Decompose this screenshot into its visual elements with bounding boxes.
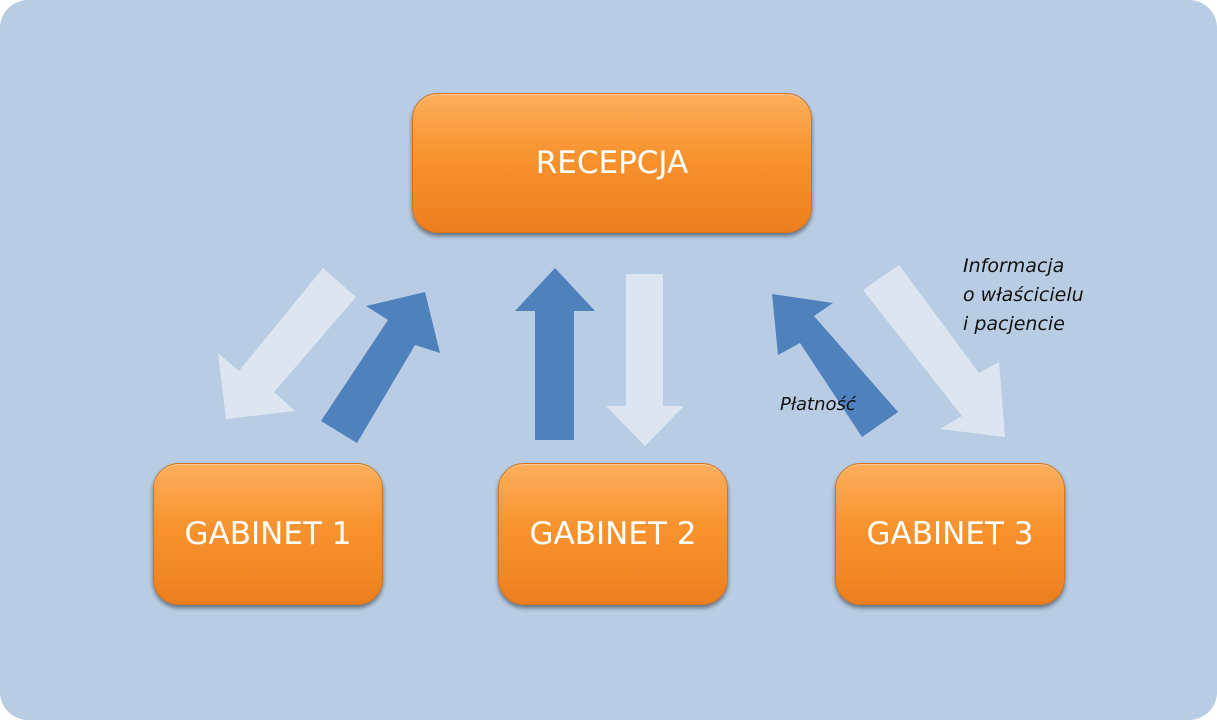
payment-annotation: Płatność [780, 394, 856, 415]
reception-label: RECEPCJA [535, 145, 689, 181]
arrow-reception-to-office-1 [218, 268, 356, 419]
office-2-box: GABINET 2 [498, 463, 728, 605]
office-1-box: GABINET 1 [153, 463, 383, 605]
arrow-office-1-to-reception [321, 292, 440, 443]
info-annotation: Informacja o właścicielu i pacjencie [963, 252, 1084, 339]
info-line-3: i pacjencie [963, 313, 1065, 335]
office-3-box: GABINET 3 [835, 463, 1065, 605]
arrow-reception-to-office-2 [606, 274, 684, 446]
info-line-2: o właścicielu [963, 284, 1084, 306]
office-3-label: GABINET 3 [866, 516, 1034, 552]
arrow-office-2-to-reception [515, 268, 595, 440]
arrow-office-3-to-reception [772, 294, 898, 437]
arrow-reception-to-office-3 [863, 265, 1005, 437]
info-line-1: Informacja [963, 255, 1065, 277]
office-2-label: GABINET 2 [529, 516, 697, 552]
reception-box: RECEPCJA [412, 93, 812, 233]
office-1-label: GABINET 1 [184, 516, 352, 552]
